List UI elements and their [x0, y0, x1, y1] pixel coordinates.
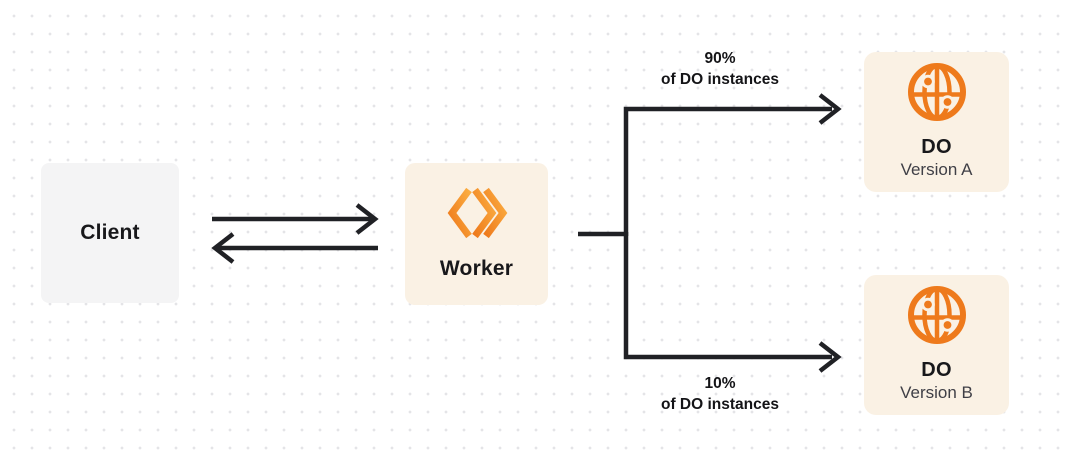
split-10-caption: of DO instances — [661, 396, 779, 413]
split-10-percent: 10% — [704, 375, 736, 392]
split-label-10: 10% of DO instances — [620, 373, 820, 415]
cloudflare-workers-icon — [445, 183, 509, 243]
split-label-90: 90% of DO instances — [620, 48, 820, 90]
client-label: Client — [80, 221, 140, 244]
split-connector — [578, 93, 842, 373]
response-arrow — [211, 232, 378, 264]
split-90-percent: 90% — [704, 50, 736, 67]
split-90-caption: of DO instances — [661, 71, 779, 88]
request-arrow — [212, 203, 379, 235]
worker-node: Worker — [405, 163, 548, 305]
do-b-subtitle: Version B — [900, 383, 973, 402]
do-b-title: DO — [921, 359, 952, 381]
do-version-a-node: DO Version A — [864, 52, 1009, 192]
do-version-b-node: DO Version B — [864, 275, 1009, 415]
do-a-title: DO — [921, 136, 952, 158]
durable-object-globe-icon — [905, 283, 969, 347]
durable-object-globe-icon — [905, 60, 969, 124]
client-node: Client — [41, 163, 179, 303]
worker-label: Worker — [439, 257, 514, 280]
do-a-subtitle: Version A — [900, 160, 973, 179]
